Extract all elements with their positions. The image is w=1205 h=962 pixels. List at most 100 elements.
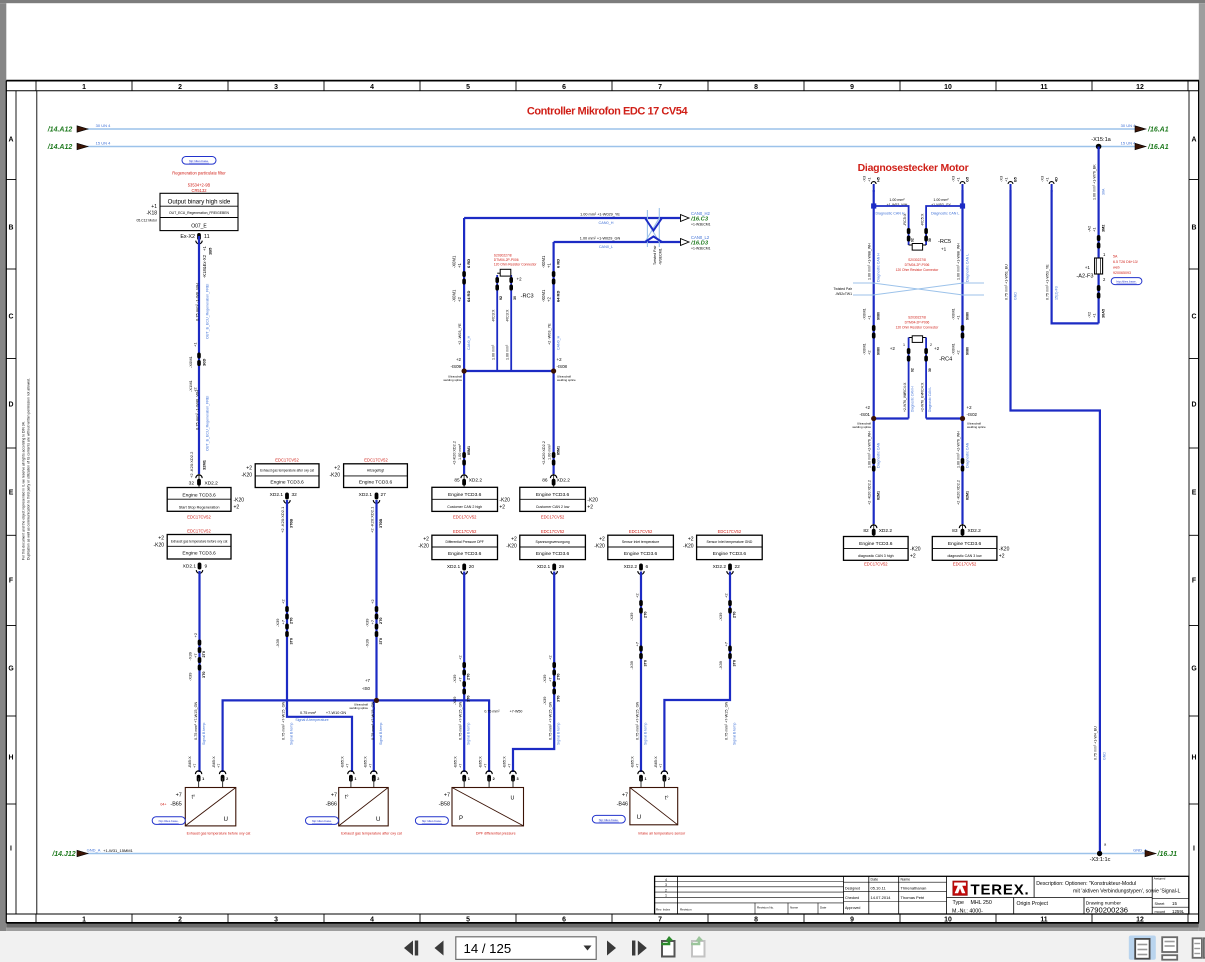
svg-text:XD2.1: XD2.1 [359,492,373,498]
svg-text:Thirenathanan: Thirenathanan [901,885,927,890]
svg-text:1: 1 [665,894,667,898]
svg-text:85M1: 85M1 [467,446,471,455]
svg-text:-W52cTW1: -W52cTW1 [835,292,852,296]
svg-text:+1: +1 [1004,177,1009,182]
svg-text:12: 12 [1136,916,1144,923]
svg-text:0.75 mm²: 0.75 mm² [195,412,200,430]
svg-text:+2: +2 [158,536,164,542]
svg-text:B: B [9,224,14,231]
svg-text:0.75 mm²: 0.75 mm² [300,711,317,715]
svg-text:OUT_B_ECU_Regeneration_FREI: OUT_B_ECU_Regeneration_FREI [206,284,210,339]
svg-text:+2: +2 [867,350,872,355]
svg-text:+7-W50: +7-W50 [510,710,523,714]
svg-text:-K20: -K20 [241,473,252,479]
svg-text:0.75 mm² +7-W15_GN: 0.75 mm² +7-W15_GN [459,701,463,740]
svg-text:-X0M1: -X0M1 [452,255,457,268]
svg-text:1B5: 1B5 [208,247,213,255]
svg-text:85: 85 [454,478,460,484]
svg-text:EDC17CV52: EDC17CV52 [187,515,211,520]
svg-text:-K20: -K20 [999,547,1010,553]
svg-text:0.75 mm² +7-W15_GN: 0.75 mm² +7-W15_GN [371,701,375,740]
svg-text:Diagnostic CAN H: Diagnostic CAN H [877,253,881,282]
svg-text:Drawing number: Drawing number [1086,901,1122,907]
svg-text:MHL 250: MHL 250 [971,900,992,906]
svg-text:Signal B temp: Signal B temp [290,723,294,745]
svg-text:-K20: -K20 [234,498,245,504]
svg-text:DTM04-2P-P006: DTM04-2P-P006 [905,321,930,325]
svg-text:-RC3:X: -RC3:X [506,309,510,322]
svg-text:XD2.2: XD2.2 [879,528,893,534]
svg-text:30: 30 [928,368,932,372]
svg-text:EDC17CV52: EDC17CV52 [187,529,211,534]
svg-text:/14.A12: /14.A12 [47,126,73,133]
svg-text:+1: +1 [867,315,872,320]
svg-text:04+: 04+ [160,803,166,807]
svg-text:3T0: 3T0 [290,638,294,645]
svg-text:Signal B temp: Signal B temp [467,723,471,745]
svg-text:-IS08: -IS08 [557,364,568,369]
svg-text:-X3: -X3 [951,175,956,182]
svg-text:Engine TCD3.6: Engine TCD3.6 [448,492,482,498]
svg-text:-B65:X: -B65:X [212,756,216,768]
svg-text:G: G [1191,665,1196,672]
svg-text:For this document and the obje: For this document and the object represe… [22,421,26,560]
svg-text:-K18&Ex-X2: -K18&Ex-X2 [202,254,207,278]
svg-text:2: 2 [178,84,182,91]
svg-text:-X2: -X2 [1087,311,1092,318]
svg-text:3: 3 [517,777,519,781]
svg-text:DPF differential pressure: DPF differential pressure [476,832,516,836]
svg-text:+2: +2 [334,466,340,472]
svg-text:EDC17CV52: EDC17CV52 [541,529,565,534]
svg-text:0.75 mm² +1-W53_YE: 0.75 mm² +1-W53_YE [1046,264,1050,300]
svg-text:+7: +7 [484,764,488,768]
svg-text:Diagnostic CAN: Diagnostic CAN [877,442,881,468]
svg-text:Revision No.: Revision No. [757,906,774,910]
svg-text:30A: 30A [1102,188,1106,195]
svg-text:-X3: -X3 [999,175,1004,182]
svg-text:-K20: -K20 [587,498,598,504]
svg-text:-X39: -X39 [365,618,370,627]
svg-text:Diagnosestecker Motor: Diagnosestecker Motor [858,162,969,174]
svg-text:3M2: 3M2 [1102,225,1106,232]
svg-text:-B65:X: -B65:X [479,756,483,768]
svg-text:Engine TCD3.6: Engine TCD3.6 [536,492,570,498]
svg-text:+7: +7 [636,764,640,768]
svg-text:1: 1 [82,84,86,91]
svg-text:-IS09: -IS09 [451,364,462,369]
svg-text:-X0M1: -X0M1 [951,342,956,355]
svg-text:+2: +2 [517,277,523,282]
svg-text:EDC17CV52: EDC17CV52 [629,529,653,534]
svg-text:Engine TCD3.6: Engine TCD3.6 [859,541,893,547]
svg-text:Engine TCD3.6: Engine TCD3.6 [948,541,982,547]
svg-text:6 RD: 6 RD [466,259,471,268]
svg-text:3T0B: 3T0B [290,518,294,528]
svg-text:F: F [1192,577,1196,584]
svg-text:Description: Optionen: "Konstr: Description: Optionen: "Konstrukteur-Mod… [1036,881,1136,887]
svg-text:Twisted Pair: Twisted Pair [834,287,853,291]
svg-text:-X3: -X3 [1040,175,1045,182]
svg-text:+7: +7 [193,653,198,658]
svg-text:+2: +2 [910,554,916,560]
svg-text:+7: +7 [345,764,349,768]
svg-text:5: 5 [466,916,470,923]
svg-text:Engine TCD3.6: Engine TCD3.6 [182,493,216,499]
svg-text:+7: +7 [217,764,221,768]
svg-text:30 UN 4: 30 UN 4 [1121,123,1136,128]
svg-text:+2-W76_GY: +2-W76_GY [921,393,925,412]
svg-text:1: 1 [354,777,356,781]
svg-text:1: 1 [468,777,470,781]
svg-text:6.5 T26 D6+13/: 6.5 T26 D6+13/ [1113,260,1138,264]
svg-text:+2: +2 [599,537,605,543]
svg-text:B: B [1192,224,1197,231]
svg-text:B5: B5 [1014,177,1018,182]
svg-text:Approved: Approved [845,906,860,910]
svg-text:-X1M1: -X1M1 [188,379,193,392]
svg-text:4: 4 [370,84,374,91]
svg-text:+2: +2 [193,632,198,637]
svg-text:EDC17CV52: EDC17CV52 [718,529,742,534]
svg-text:M.-Nr.: 4000-: M.-Nr.: 4000- [952,909,983,915]
svg-text:+2: +2 [956,350,961,355]
svg-text:XD2.2: XD2.2 [624,564,638,570]
svg-text:-X3:1:1c: -X3:1:1c [1090,857,1111,863]
svg-text:Signal A temperature: Signal A temperature [295,718,328,722]
